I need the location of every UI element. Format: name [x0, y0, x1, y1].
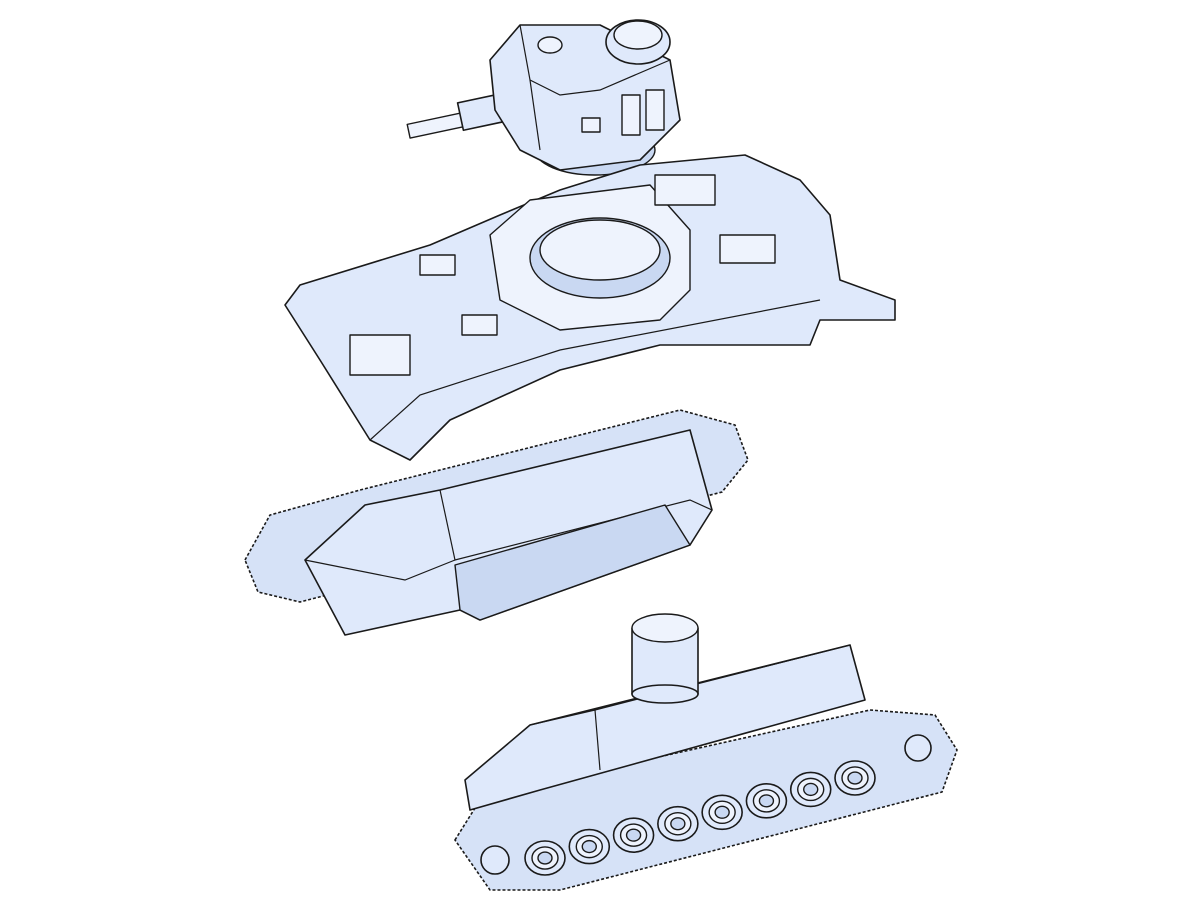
road-wheel: [568, 828, 611, 865]
fender-block: [454, 504, 691, 621]
vision-port: [621, 94, 641, 136]
drive-sprocket: [480, 845, 510, 875]
upper-track-assembly: [244, 409, 749, 636]
road-wheels: [524, 760, 876, 876]
hull-detail: [419, 254, 456, 276]
road-wheel: [834, 760, 876, 796]
hull: [284, 154, 896, 461]
road-wheel: [612, 817, 655, 853]
lower-track-assembly: [454, 613, 958, 891]
road-wheel: [745, 783, 788, 819]
idler-wheel: [904, 734, 932, 762]
road-wheel: [789, 771, 832, 808]
turret: [406, 19, 681, 176]
hull-hatch: [719, 234, 776, 264]
hull-hatch: [654, 174, 716, 206]
driver-hatch: [349, 334, 411, 376]
vision-port: [645, 89, 665, 131]
cylinder-peg: [631, 613, 699, 704]
road-wheel: [701, 794, 743, 831]
hull-detail: [461, 314, 498, 336]
turret-detail: [581, 117, 601, 133]
turret-hatch: [537, 36, 563, 54]
road-wheel: [657, 805, 699, 842]
road-wheel: [524, 840, 566, 876]
